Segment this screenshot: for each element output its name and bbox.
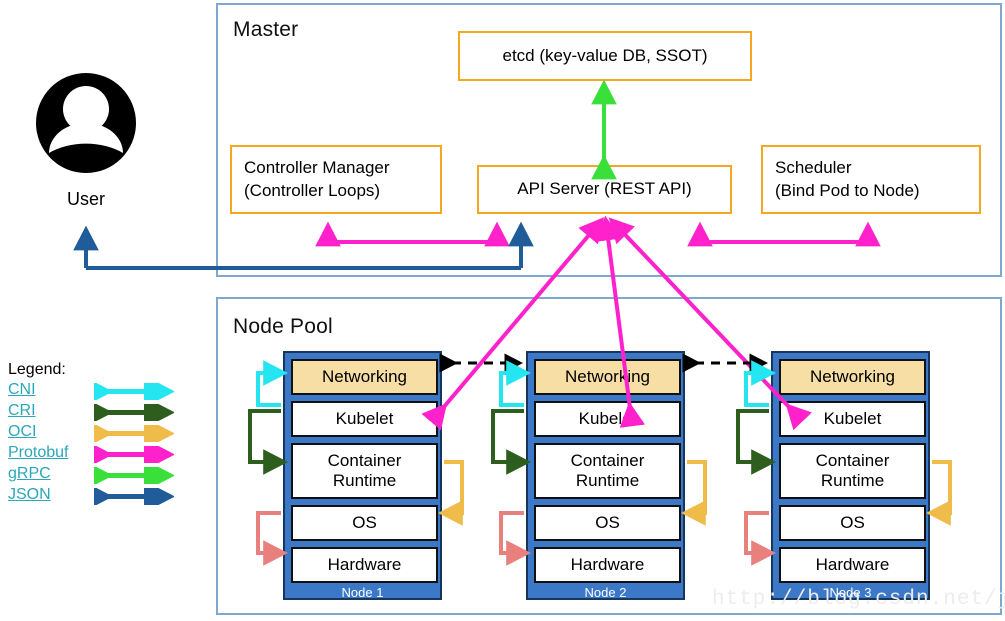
node-1-hardware[interactable]: Hardware [291, 547, 438, 583]
node-3-container-runtime[interactable]: Container Runtime [779, 443, 926, 499]
node-2-networking[interactable]: Networking [534, 359, 681, 395]
legend-item-json[interactable]: JSON [6, 486, 181, 507]
node-pool-title: Node Pool [233, 315, 333, 339]
user-label: User [36, 189, 136, 210]
legend-title: Legend: [8, 361, 181, 379]
layer-label: Container Runtime [571, 451, 645, 490]
legend-arrow-grpc [94, 467, 174, 484]
watermark: http://blog.csdn.net/jettery [712, 588, 1005, 611]
layer-label: Kubelet [579, 409, 637, 429]
api-server-label: API Server (REST API) [517, 178, 691, 201]
layer-label: Hardware [328, 555, 402, 575]
master-title: Master [233, 18, 298, 42]
legend-arrow-cri [94, 404, 174, 421]
layer-label: Kubelet [336, 409, 394, 429]
node-1-networking[interactable]: Networking [291, 359, 438, 395]
layer-label: Kubelet [824, 409, 882, 429]
node-2-os[interactable]: OS [534, 505, 681, 541]
legend-item-protobuf[interactable]: Protobuf [6, 444, 181, 465]
legend-label-cri[interactable]: CRI [8, 402, 36, 420]
legend-item-oci[interactable]: OCI [6, 423, 181, 444]
node-1-container-runtime[interactable]: Container Runtime [291, 443, 438, 499]
scheduler-label: Scheduler (Bind Pod to Node) [775, 157, 920, 203]
legend-label-grpc[interactable]: gRPC [8, 465, 51, 483]
layer-label: Container Runtime [816, 451, 890, 490]
legend-label-json[interactable]: JSON [8, 486, 51, 504]
node-2-hardware[interactable]: Hardware [534, 547, 681, 583]
legend-item-grpc[interactable]: gRPC [6, 465, 181, 486]
node-1[interactable]: Networking Kubelet Container Runtime OS … [283, 351, 442, 600]
node-2-kubelet[interactable]: Kubelet [534, 401, 681, 437]
node-3-networking[interactable]: Networking [779, 359, 926, 395]
layer-label: Networking [322, 367, 407, 387]
node-3-os[interactable]: OS [779, 505, 926, 541]
layer-label: OS [352, 513, 377, 533]
legend-label-oci[interactable]: OCI [8, 423, 36, 441]
node-2-container-runtime[interactable]: Container Runtime [534, 443, 681, 499]
node-3-hardware[interactable]: Hardware [779, 547, 926, 583]
layer-label: OS [595, 513, 620, 533]
legend-item-cri[interactable]: CRI [6, 402, 181, 423]
controller-manager-box[interactable]: Controller Manager (Controller Loops) [230, 145, 442, 214]
legend-item-cni[interactable]: CNI [6, 381, 181, 402]
legend-arrow-oci [94, 425, 174, 442]
legend-arrow-protobuf [94, 446, 174, 463]
node-3-kubelet[interactable]: Kubelet [779, 401, 926, 437]
legend-arrow-cni [94, 383, 174, 400]
etcd-label: etcd (key-value DB, SSOT) [502, 45, 707, 68]
controller-manager-label: Controller Manager (Controller Loops) [244, 157, 390, 203]
legend: Legend: CNI CRI OCI Protobuf [6, 361, 181, 507]
etcd-box[interactable]: etcd (key-value DB, SSOT) [458, 31, 752, 81]
layer-label: Networking [810, 367, 895, 387]
node-1-kubelet[interactable]: Kubelet [291, 401, 438, 437]
legend-label-cni[interactable]: CNI [8, 381, 36, 399]
layer-label: Container Runtime [328, 451, 402, 490]
node-2[interactable]: Networking Kubelet Container Runtime OS … [526, 351, 685, 600]
node-1-os[interactable]: OS [291, 505, 438, 541]
node-2-name: Node 2 [528, 585, 683, 600]
node-1-name: Node 1 [285, 585, 440, 600]
legend-arrow-json [94, 488, 174, 505]
layer-label: Hardware [816, 555, 890, 575]
layer-label: OS [840, 513, 865, 533]
api-server-box[interactable]: API Server (REST API) [477, 165, 732, 214]
layer-label: Hardware [571, 555, 645, 575]
layer-label: Networking [565, 367, 650, 387]
legend-label-protobuf[interactable]: Protobuf [8, 444, 68, 462]
scheduler-box[interactable]: Scheduler (Bind Pod to Node) [761, 145, 981, 214]
node-3[interactable]: Networking Kubelet Container Runtime OS … [771, 351, 930, 600]
